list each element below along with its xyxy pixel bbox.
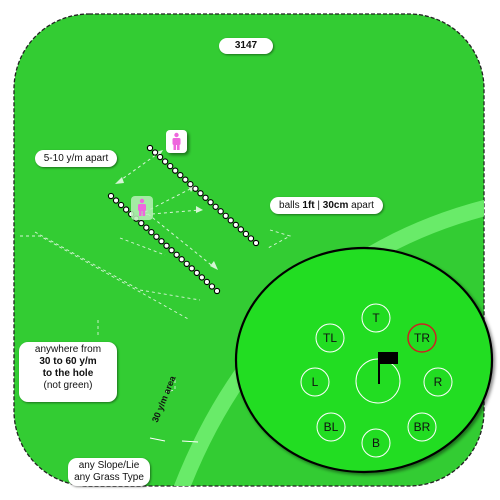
ball-lower-row	[122, 206, 130, 213]
ball-upper-row	[172, 167, 179, 174]
spacing-callout: 5-10 y/m apart	[35, 150, 117, 167]
target-label-t: T	[372, 311, 380, 325]
ball-upper-row	[237, 226, 245, 233]
ball-lower-row	[203, 278, 211, 286]
anywhere-line-1: anywhere from	[34, 344, 102, 355]
target-circle-br	[407, 412, 437, 442]
anywhere-line-2: 30 to 60 y/m	[39, 356, 97, 367]
target-label-l: L	[312, 375, 319, 389]
ball-rows	[107, 144, 260, 295]
target-circle-bl	[316, 412, 346, 442]
person-icon	[138, 198, 146, 216]
slope-line-1: any Slope/Lie	[78, 460, 140, 471]
lie-callout: any Slope/Lie any Grass Type	[68, 458, 150, 486]
ball-upper-row	[146, 144, 154, 152]
ball-upper-row	[222, 212, 229, 220]
ball-upper-row	[232, 221, 239, 229]
balls-separator: |	[314, 200, 323, 211]
slope-line-2: any Grass Type	[74, 472, 144, 483]
ball-upper-row	[247, 235, 255, 242]
target-label-tl: TL	[323, 331, 337, 345]
ball-lower-row	[168, 247, 175, 254]
target-circle-t	[361, 303, 391, 333]
ball-lower-row	[153, 233, 160, 240]
ball-lower-row	[163, 242, 170, 249]
ball-upper-row	[167, 162, 174, 170]
target-label-r: R	[434, 375, 443, 389]
ball-upper-row	[151, 149, 159, 156]
balls-suffix: apart	[348, 200, 374, 211]
ball-lower-row	[183, 260, 190, 268]
target-circle-b	[361, 428, 391, 458]
ball-lower-row	[208, 283, 216, 290]
player-figure-top	[166, 130, 187, 153]
ball-lower-row	[143, 224, 150, 231]
ball-lower-row	[213, 287, 221, 295]
ball-upper-row	[212, 203, 219, 210]
target-circle-tl	[315, 323, 345, 353]
ball-lower-row	[107, 192, 115, 200]
player-figure-bottom	[131, 196, 153, 220]
ball-lower-row	[148, 229, 155, 236]
person-icon	[172, 132, 181, 150]
ball-upper-row	[161, 158, 169, 165]
distance-range-callout: anywhere from 30 to 60 y/m to the hole (…	[19, 342, 117, 402]
ball-lower-row	[178, 256, 185, 263]
ball-upper-row	[242, 230, 250, 238]
ball-upper-row	[207, 199, 214, 206]
ball-lower-row	[173, 251, 180, 258]
anywhere-line-3: to the hole	[42, 368, 94, 379]
ball-upper-row	[197, 190, 204, 197]
ball-spacing-callout: balls 1ft | 30cm apart	[270, 197, 383, 214]
ball-upper-row	[182, 176, 189, 183]
ball-upper-row	[227, 217, 234, 224]
drill-number-badge: 3147	[219, 38, 273, 54]
flag-icon	[378, 352, 398, 384]
ball-lower-row	[198, 274, 206, 281]
target-circle-tr	[407, 323, 437, 353]
ball-lower-row	[138, 219, 145, 227]
ball-upper-row	[187, 181, 194, 188]
target-circle-r	[423, 367, 453, 397]
ball-upper-row	[202, 194, 209, 201]
ball-upper-row	[177, 171, 184, 179]
ball-lower-row	[188, 265, 195, 272]
target-positions: TL T TR L R BL B BR	[300, 303, 453, 458]
ball-lower-row	[158, 238, 165, 245]
ball-lower-row	[112, 197, 120, 204]
ball-lower-row	[117, 201, 125, 209]
target-label-bl: BL	[324, 420, 339, 434]
target-label-tr: TR	[414, 331, 430, 345]
ball-upper-row	[217, 208, 224, 215]
ball-upper-row	[252, 239, 260, 247]
area-width-marker	[149, 437, 199, 443]
balls-1ft: 1ft	[302, 200, 315, 211]
balls-30cm: 30cm	[322, 200, 349, 211]
putting-green	[234, 246, 494, 474]
balls-prefix: balls	[279, 200, 303, 211]
target-label-b: B	[372, 436, 380, 450]
ball-upper-row	[156, 153, 164, 161]
target-label-br: BR	[414, 420, 431, 434]
target-circle-l	[300, 367, 330, 397]
ball-upper-row	[192, 185, 199, 192]
ball-lower-row	[193, 269, 200, 277]
anywhere-line-4: (not green)	[43, 380, 93, 391]
zone-outline-dashed	[20, 229, 292, 393]
